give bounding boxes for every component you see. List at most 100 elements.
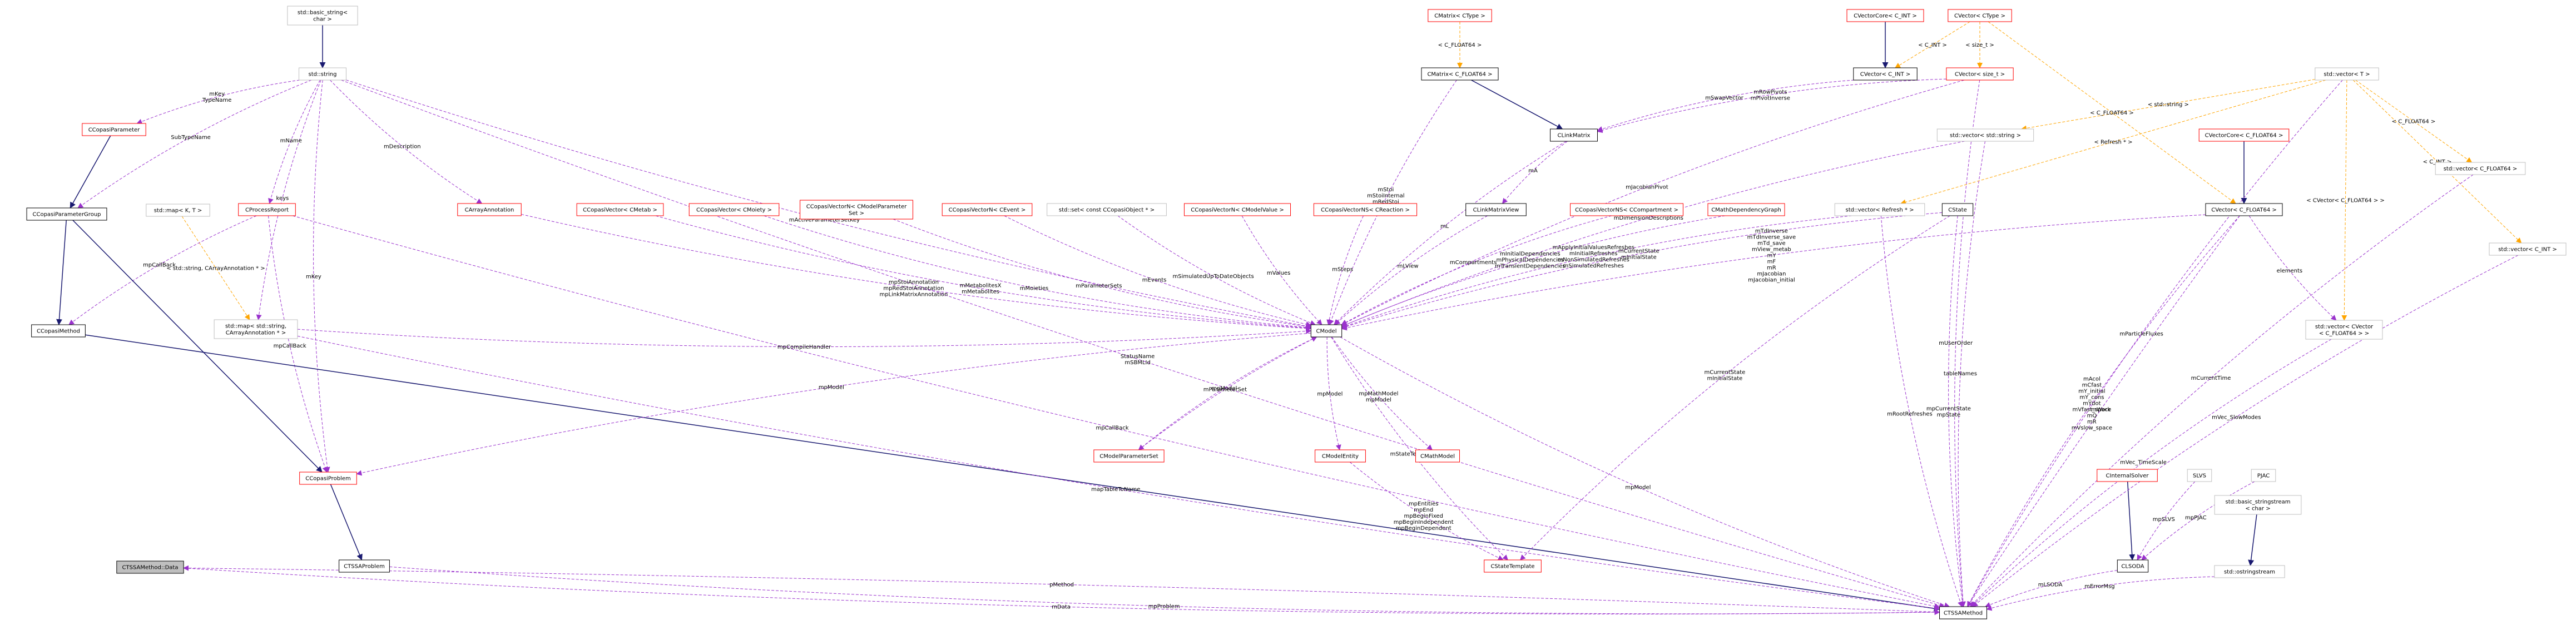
node-ccopasi-parameter-group[interactable]: CCopasiParameterGroup	[26, 207, 107, 221]
node-label: < C_FLOAT64 > >	[2319, 331, 2369, 337]
edge-label: mMetabolitesX	[960, 283, 1002, 289]
edge-label: mpBeginIndependent	[1394, 519, 1454, 525]
edge-label: mpModel	[819, 385, 844, 391]
node-ostringstream[interactable]: std::ostringstream	[2214, 565, 2285, 578]
node-clink-matrix[interactable]: CLinkMatrix	[1550, 128, 1598, 142]
edge-usage-string-to-carray-annotation	[330, 80, 483, 204]
node-box	[1093, 449, 1165, 463]
node-box	[31, 324, 86, 338]
node-string[interactable]: std::string	[299, 67, 346, 81]
edge-usage-vector-cvector-c-float64-to-ctssamethod	[1971, 339, 2332, 607]
node-cprocess-report[interactable]: CProcessReport	[238, 203, 296, 216]
edge-usage-carray-annotation-to-cmodel	[521, 214, 1312, 331]
node-ccopasi-vector-cmetab[interactable]: CCopasiVector< CMetab >	[576, 203, 664, 216]
node-cmath-dependency-graph[interactable]: CMathDependencyGraph	[1707, 203, 1785, 216]
node-cvector-core-c-int[interactable]: CVectorCore< C_INT >	[1846, 9, 1924, 22]
node-ctssamethod[interactable]: CTSSAMethod	[1939, 606, 1987, 619]
edge-label: mUserOrder	[1939, 340, 1973, 346]
node-label: CVectorCore< C_FLOAT64 >	[2205, 133, 2283, 139]
node-cinternal-solver[interactable]: CInternalSolver	[2097, 469, 2158, 482]
node-cmatrix-ctype[interactable]: CMatrix< CType >	[1428, 9, 1492, 22]
edge-usage-cstate-to-cstate-template	[1519, 215, 1950, 561]
node-ctssaproblem[interactable]: CTSSAProblem	[339, 559, 390, 573]
node-vector-refresh[interactable]: std::vector< Refresh * >	[1834, 203, 1925, 216]
edge-usage-cvector-size-t-to-cmodel	[1341, 80, 1965, 325]
node-box	[2214, 565, 2285, 578]
edge-usage-cmodel-to-cstate-template	[1331, 336, 1509, 561]
node-ccopasi-vector-n-cmodel-value[interactable]: CCopasiVectorN< CModelValue >	[1183, 203, 1291, 216]
node-pjac[interactable]: PJAC	[2251, 469, 2276, 482]
node-box	[2205, 203, 2283, 216]
node-ccopasi-parameter[interactable]: CCopasiParameter	[82, 123, 146, 136]
node-box	[942, 203, 1033, 216]
node-ccopasi-vector-ns-creaction[interactable]: CCopasiVectorNS< CReaction >	[1313, 203, 1418, 216]
edge-label: mpModel	[1211, 385, 1237, 391]
node-ctssamethod-data[interactable]: CTSSAMethod::Data	[116, 561, 184, 574]
node-cmodel[interactable]: CModel	[1310, 324, 1343, 338]
edge-template-vector-t-to-vector-c-float64	[2355, 80, 2473, 163]
node-vector-string[interactable]: std::vector< std::string >	[1936, 128, 2034, 142]
edge-label: mInitialState	[1621, 255, 1657, 261]
edge-label: mpMathModel	[1359, 391, 1398, 397]
node-cstate[interactable]: CState	[1941, 203, 1974, 216]
node-slvs[interactable]: SLVS	[2187, 469, 2212, 482]
edge-label: mParticleFluxes	[2119, 331, 2163, 338]
node-ccopasi-vector-n-cmodel-parameter-set[interactable]: CCopasiVectorN< CModelParameterSet >	[800, 200, 913, 220]
node-clink-matrix-view[interactable]: CLinkMatrixView	[1465, 203, 1527, 216]
edge-usage-vector-c-int-to-ctssamethod	[1972, 255, 2519, 607]
edge-label: mA	[1528, 168, 1538, 174]
edge-label: mpCompileHandler	[777, 344, 831, 350]
node-label: CArrayAnnotation	[465, 207, 514, 214]
edge-label: mInitialRefreshes	[1569, 251, 1618, 257]
node-label: CStateTemplate	[1490, 564, 1534, 570]
edge-inherit-ccopasi-parameter-group-to-ccopasi-method	[56, 220, 67, 325]
edge-label: mpStoiAnnotation	[889, 279, 939, 285]
node-label: CVector< size_t >	[1955, 72, 2005, 78]
node-vector-c-float64[interactable]: std::vector< C_FLOAT64 >	[2435, 162, 2526, 175]
node-cvector-c-int[interactable]: CVector< C_INT >	[1853, 67, 1918, 81]
node-box	[1707, 203, 1785, 216]
edge-inherit-ccopasi-problem-to-ctssaproblem	[330, 484, 363, 561]
node-label: CCopasiVector< CMoiety >	[696, 207, 772, 214]
node-ccopasi-vector-ns-ccompartment[interactable]: CCopasiVectorNS< CCompartment >	[1570, 203, 1683, 216]
node-ccopasi-vector-cmoiety[interactable]: CCopasiVector< CMoiety >	[688, 203, 780, 216]
edge-label: mpBeginDependent	[1396, 525, 1452, 532]
edge-label: mpCallBack	[143, 262, 176, 268]
node-cmath-model[interactable]: CMathModel	[1415, 449, 1460, 463]
node-set-ccopasi-object[interactable]: std::set< const CCopasiObject * >	[1047, 203, 1167, 216]
edge-template-cvector-ctype-to-cvector-c-float64	[1988, 21, 2236, 204]
node-cstate-template[interactable]: CStateTemplate	[1484, 559, 1542, 573]
node-label: CModelParameterSet	[1099, 454, 1158, 460]
node-vector-t[interactable]: std::vector< T >	[2315, 67, 2379, 81]
node-ccopasi-method[interactable]: CCopasiMethod	[31, 324, 86, 338]
node-map-k-t[interactable]: std::map< K, T >	[146, 204, 210, 217]
node-cmatrix-c-float64[interactable]: CMatrix< C_FLOAT64 >	[1421, 67, 1499, 81]
node-basic-stringstream[interactable]: std::basic_stringstream< char >	[2214, 495, 2302, 515]
node-cvector-core-c-float64[interactable]: CVectorCore< C_FLOAT64 >	[2198, 128, 2290, 142]
edge-label: mParameterSet	[1203, 387, 1247, 393]
edge-template-vector-t-to-vector-string	[2021, 79, 2315, 131]
edge-inherit-ccopasi-parameter-to-ccopasi-parameter-group	[70, 135, 111, 209]
node-cmodel-entity[interactable]: CModelEntity	[1315, 449, 1366, 463]
edge-label: mpCurrentState	[1926, 406, 1971, 412]
edge-usage-cstate-to-ctssamethod	[1948, 215, 1965, 607]
node-vector-cvector-c-float64[interactable]: std::vector< CVector< C_FLOAT64 > >	[2305, 320, 2383, 340]
node-cmodel-parameter-set[interactable]: CModelParameterSet	[1093, 449, 1165, 463]
node-ccopasi-vector-n-cevent[interactable]: CCopasiVectorN< CEvent >	[942, 203, 1033, 216]
edge-usage-ctssamethod-data-to-ctssamethod	[184, 568, 1940, 616]
node-ccopasi-problem[interactable]: CCopasiProblem	[299, 472, 357, 485]
node-map-string-carray-annotation[interactable]: std::map< std::string,CArrayAnnotation *…	[214, 319, 298, 339]
node-clsoda[interactable]: CLSODA	[2117, 559, 2149, 573]
node-label: CModel	[1316, 329, 1336, 335]
node-vector-c-int[interactable]: std::vector< C_INT >	[2489, 242, 2567, 256]
edge-label: keys	[276, 196, 289, 202]
node-label: CMathDependencyGraph	[1711, 207, 1781, 214]
node-cvector-c-float64[interactable]: CVector< C_FLOAT64 >	[2205, 203, 2283, 216]
edge-label: mMoieties	[1020, 286, 1048, 292]
edge-label: TypeName	[202, 97, 231, 103]
node-cvector-size-t[interactable]: CVector< size_t >	[1946, 67, 2014, 81]
node-cvector-ctype[interactable]: CVector< CType >	[1948, 9, 2012, 22]
node-basic-string[interactable]: std::basic_string<char >	[287, 6, 358, 26]
node-label: CCopasiProblem	[305, 476, 350, 482]
node-carray-annotation[interactable]: CArrayAnnotation	[457, 203, 522, 216]
